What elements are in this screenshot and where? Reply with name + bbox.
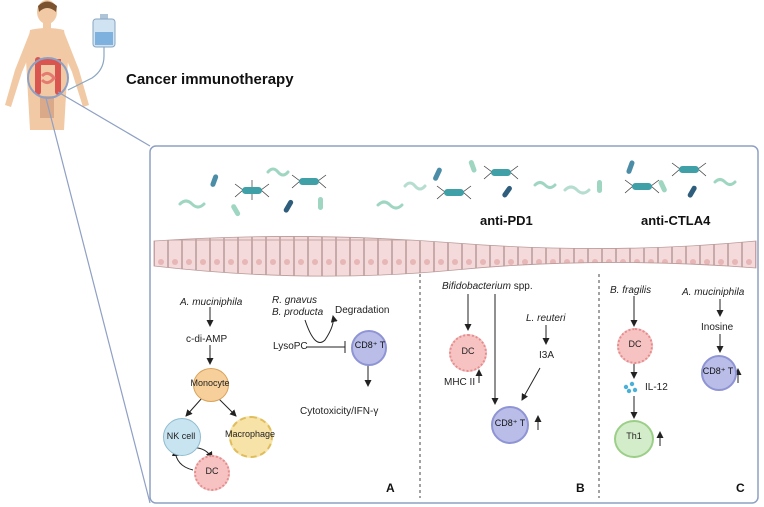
nk-cell <box>163 418 201 456</box>
cd8-t-cell-b <box>491 406 529 444</box>
panel-b-arrows <box>464 294 550 430</box>
th1-label: Th1 <box>626 431 642 441</box>
panel-c-label: C <box>736 481 745 495</box>
a-muciniphila-label: A. muciniphila <box>180 297 243 308</box>
iv-bag-icon <box>67 14 116 91</box>
colon-illustration <box>35 57 61 95</box>
detail-panel <box>149 145 759 504</box>
colon-highlight-circle <box>27 57 69 99</box>
intestinal-epithelium <box>153 236 757 277</box>
monocyte-cell <box>193 368 229 402</box>
b-producta-label: B. producta <box>272 307 324 318</box>
panel-c-arrows <box>630 296 742 446</box>
l-reuteri-label: L. reuteri <box>526 313 566 324</box>
monocyte-label: Monocyte <box>190 378 230 388</box>
i3a-label: I3A <box>539 350 555 361</box>
dc-cell-a <box>194 455 230 491</box>
dc-label-c: DC <box>628 339 642 349</box>
th1-cell <box>614 420 654 458</box>
lysopc-label: LysoPC <box>273 341 308 352</box>
zoom-line-bottom <box>45 97 151 504</box>
bifidobacterium-name: Bifidobacterium <box>442 281 511 292</box>
macrophage-label: Macrophage <box>224 429 276 439</box>
dc-cell-c <box>617 328 653 364</box>
panel-b-label: B <box>576 481 585 495</box>
dc-label-b: DC <box>461 346 475 356</box>
macrophage-cell <box>229 416 273 458</box>
dc-label-a: DC <box>205 466 219 476</box>
anti-ctla4-label: anti-CTLA4 <box>641 213 711 228</box>
c-di-amp-label: c-di-AMP <box>186 334 228 345</box>
zoom-line-top <box>57 91 151 147</box>
spp-suffix: spp. <box>513 281 533 292</box>
anti-pd1-label: anti-PD1 <box>480 213 533 228</box>
r-gnavus-label: R. gnavus <box>272 295 318 306</box>
degradation-label: Degradation <box>335 305 390 316</box>
inosine-label: Inosine <box>701 322 734 333</box>
cd8-t-cell-c <box>701 355 737 391</box>
b-fragilis-label: B. fragilis <box>610 285 652 296</box>
dc-cell-b <box>449 334 487 372</box>
a-muciniphila-label-c: A. muciniphila <box>682 287 745 298</box>
cd8-label-b: CD8⁺ T <box>494 418 526 428</box>
cd8-label-a: CD8⁺ T <box>354 340 386 350</box>
il12-molecules-icon <box>623 381 638 394</box>
il12-label: IL-12 <box>645 382 668 393</box>
cd8-t-cell-a <box>351 330 387 366</box>
figure-title: Cancer immunotherapy <box>126 71 294 88</box>
bifidobacterium-label: Bifidobacterium spp. <box>442 281 533 292</box>
panel-a-label: A <box>386 481 395 495</box>
cytotoxicity-label: Cytotoxicity/IFN-γ <box>300 406 379 417</box>
gut-bacteria <box>178 160 737 217</box>
cd8-label-c: CD8⁺ T <box>702 366 734 376</box>
mhc-ii-label: MHC II <box>444 377 476 388</box>
nk-cell-label: NK cell <box>166 431 196 441</box>
